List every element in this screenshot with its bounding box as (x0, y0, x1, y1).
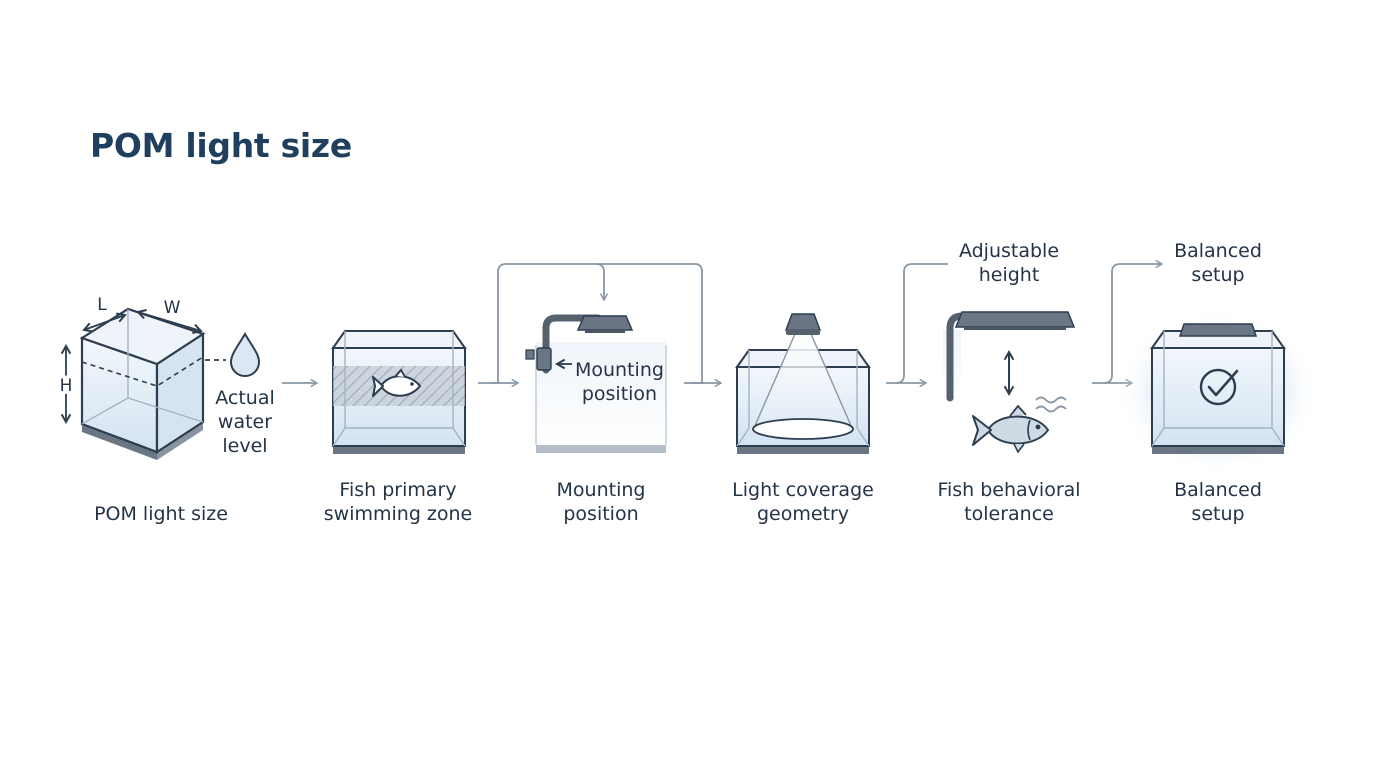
water-drop-icon (229, 332, 261, 377)
stage-4-caption: Light coverage geometry (732, 478, 874, 526)
pendant-lamp-icon (784, 313, 822, 335)
stage-1-tank (79, 307, 226, 460)
light-bracket-icon (525, 314, 634, 374)
width-dimension-arrow (136, 309, 203, 334)
stage-4-tank (735, 333, 871, 454)
mounting-inline-label-line-2: position (581, 383, 658, 405)
length-dimension-arrow (82, 312, 127, 333)
length-label: L (97, 295, 107, 315)
adjustable-height-label: Adjustable height (959, 239, 1059, 287)
mounting-inline-label-line-1: Mounting (575, 359, 664, 381)
water-level-label-line-3: level (222, 435, 268, 457)
stage-5-fixture (943, 311, 1076, 402)
stage-4-caption-line-2: geometry (756, 503, 850, 525)
loop-drop-arrow (595, 263, 609, 302)
stage-2-caption-line-1: Fish primary (339, 479, 457, 501)
water-level-label: Actual water level (215, 386, 275, 458)
page-title: POM light size (90, 126, 352, 165)
balanced-branch-arrow (1103, 259, 1164, 384)
adjustable-height-label-line-1: Adjustable (958, 240, 1060, 262)
stage-5-caption: Fish behavioral tolerance (937, 478, 1080, 526)
stage-2-caption: Fish primary swimming zone (324, 478, 472, 526)
stage-6-caption-line-2: setup (1191, 503, 1245, 525)
check-icon (1199, 368, 1239, 406)
fish-icon (372, 368, 422, 397)
water-level-label-line-1: Actual (215, 387, 275, 409)
height-label: H (60, 376, 73, 396)
stage-5-caption-line-2: tolerance (964, 503, 1054, 525)
stage-3-caption: Mounting position (557, 478, 646, 526)
stage-3-caption-line-2: position (563, 503, 639, 525)
mounting-inline-label: Mounting position (575, 358, 664, 406)
width-label: W (164, 298, 181, 318)
stage-6-caption-line-1: Balanced (1174, 479, 1262, 501)
adjust-branch-line (895, 263, 948, 384)
balanced-setup-top-label-line-2: setup (1191, 264, 1245, 286)
adjustable-height-label-line-2: height (978, 264, 1040, 286)
balanced-setup-top-label-line-1: Balanced (1174, 240, 1262, 262)
fish-icon (972, 404, 1050, 454)
stage-6-caption: Balanced setup (1174, 478, 1262, 526)
wave-lines-icon (1035, 396, 1067, 413)
stage-5-caption-line-1: Fish behavioral (937, 479, 1081, 501)
stage-2-tank (331, 330, 467, 454)
stage-1-caption: POM light size (94, 503, 228, 525)
stage-6-tank (1150, 323, 1286, 454)
stage-3-caption-line-1: Mounting (556, 479, 646, 501)
balanced-setup-top-label: Balanced setup (1174, 239, 1262, 287)
water-level-label-line-2: water (217, 411, 273, 433)
stage-4-caption-line-1: Light coverage (732, 479, 874, 501)
stage-2-caption-line-2: swimming zone (323, 503, 473, 525)
